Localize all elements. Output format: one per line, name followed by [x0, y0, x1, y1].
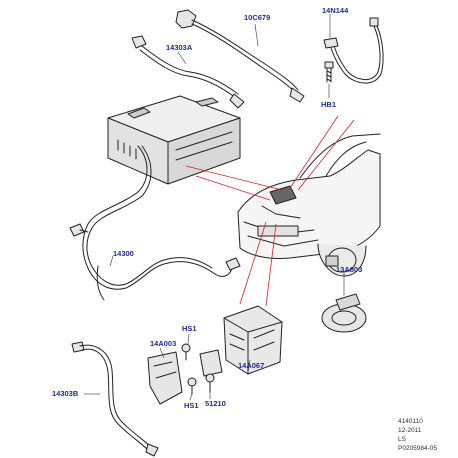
- fusebox-14A067: [223, 305, 283, 375]
- harness-14300: [69, 145, 241, 301]
- battery: [107, 95, 241, 185]
- leader-lines: [84, 14, 345, 401]
- label-14303A: 14303A: [166, 43, 193, 52]
- reference-line-1: 4140110: [398, 418, 423, 425]
- label-HS1-top: HS1: [182, 324, 197, 333]
- cable-10C679: [175, 9, 305, 103]
- vehicle-harness: [261, 205, 301, 219]
- bolt-HB1: [324, 61, 334, 83]
- vehicle: [237, 133, 381, 277]
- cable-14303B: [71, 341, 159, 457]
- label-14N144: 14N144: [322, 6, 349, 15]
- cable-14303A: [131, 35, 245, 109]
- label-HB1: HB1: [321, 100, 337, 109]
- reference-line-4: P0205984-05: [398, 445, 438, 452]
- reference-line-3: LS: [398, 436, 406, 443]
- label-14A067: 14A067: [238, 361, 265, 370]
- label-51210: 51210: [205, 399, 226, 408]
- screw-HS1-bottom: [187, 377, 197, 395]
- callout-lines: [185, 115, 355, 307]
- nut-51210: [199, 349, 223, 393]
- label-14300: 14300: [113, 249, 134, 258]
- vehicle-fusebox: [269, 185, 297, 205]
- screw-HS1-top: [181, 343, 191, 361]
- reference-line-2: 12-2011: [398, 427, 422, 434]
- horn-13A803: [321, 293, 367, 333]
- cable-14N144: [323, 17, 384, 84]
- label-14A003: 14A003: [150, 339, 177, 348]
- label-HS1-bottom: HS1: [184, 401, 199, 410]
- label-14303B: 14303B: [52, 389, 79, 398]
- bracket-14A003: [147, 351, 183, 405]
- label-13A803: 13A803: [336, 265, 363, 274]
- label-10C679: 10C679: [244, 13, 271, 22]
